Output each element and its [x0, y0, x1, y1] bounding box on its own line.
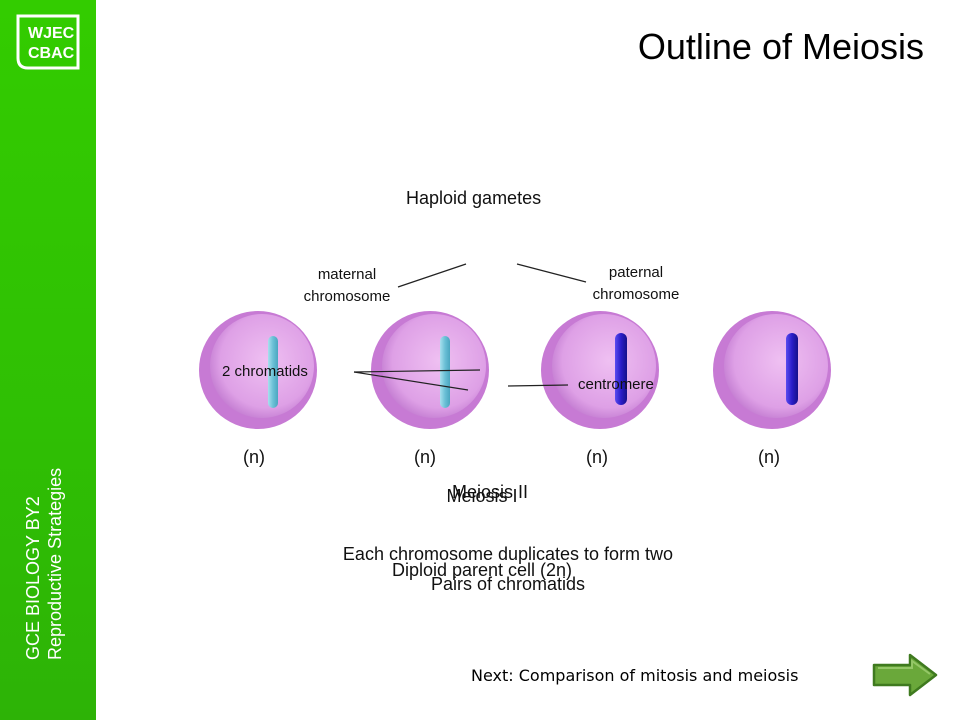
pointer-lines	[353, 263, 587, 391]
stage-description: Each chromosome duplicates to form two	[342, 544, 674, 564]
sidebar: WJEC CBAC GCE BIOLOGY BY2 Reproductive S…	[0, 0, 96, 720]
ploidy-label: (n)	[414, 447, 436, 467]
haploid-cell-4	[713, 311, 831, 429]
chromatids-label: 2 chromatids	[222, 363, 308, 380]
right-arrow-icon[interactable]	[872, 652, 940, 698]
centromere-label: centromere	[578, 376, 654, 393]
logo-line2: CBAC	[28, 45, 75, 62]
ploidy-label: (n)	[586, 447, 608, 467]
next-link-text[interactable]: Next: Comparison of mitosis and meiosis	[471, 666, 799, 685]
paternal-chromosome-label: paternal chromosome	[592, 264, 680, 303]
meiosis-stage-label: Meiosis II	[451, 482, 529, 502]
haploid-cell-1	[199, 311, 317, 429]
paternal-chromosome	[615, 333, 627, 405]
wjec-cbac-logo: WJEC CBAC	[16, 14, 80, 70]
maternal-chromosome	[440, 336, 450, 408]
paternal-chromosome	[786, 333, 798, 405]
ploidy-label: (n)	[243, 447, 265, 467]
maternal-chromosome	[268, 336, 278, 408]
logo-line1: WJEC	[28, 25, 75, 42]
meiosis-stage-label: Meiosis I	[446, 486, 518, 506]
haploid-cell-3	[541, 311, 659, 429]
haploid-gametes-label: Haploid gametes	[406, 188, 542, 208]
stage-description: Diploid parent cell (2n)	[391, 560, 573, 580]
haploid-cell-2	[371, 311, 489, 429]
ploidy-label: (n)	[758, 447, 780, 467]
stage-description: Pairs of chromatids	[430, 574, 586, 594]
maternal-chromosome-label: maternal chromosome	[303, 266, 391, 305]
page-title: Outline of Meiosis	[637, 26, 924, 67]
